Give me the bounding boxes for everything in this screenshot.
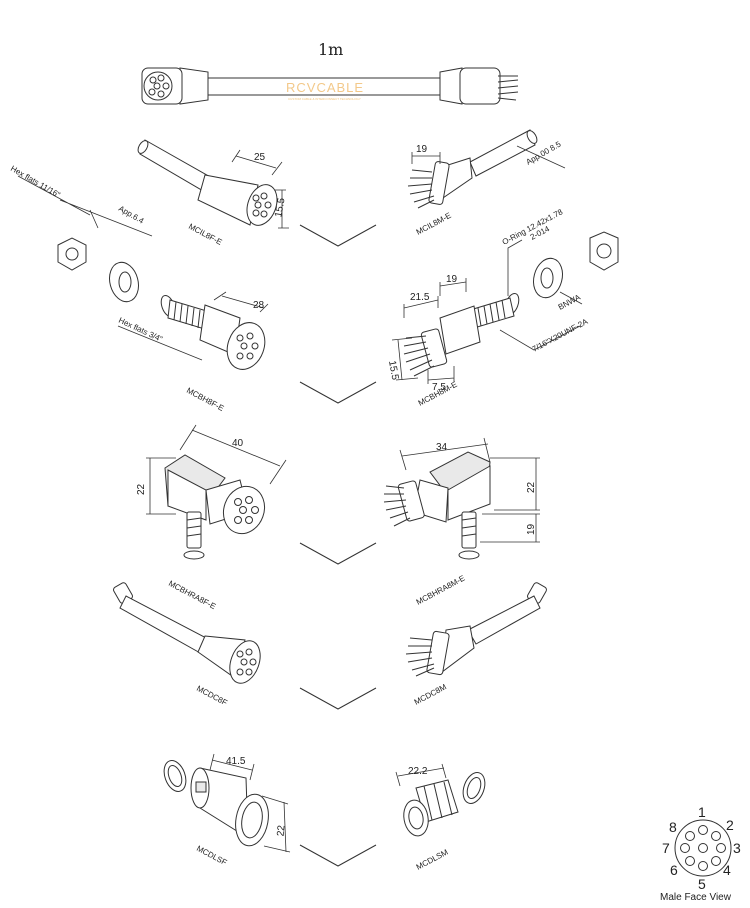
mcil8f-dim-length: 25 — [254, 152, 266, 163]
mcbh8m-dim-hex: 19 — [446, 274, 458, 285]
pin-diagram: 1 2 3 4 5 6 7 8 Male Face View — [660, 804, 741, 903]
mcbhra8m-label: MCBHRA8M-E — [415, 574, 467, 607]
mcdc8m-label: MCDC8M — [413, 682, 449, 707]
divider-chevron-1 — [299, 224, 377, 247]
part-mcdlsm: 22.2 MCDLSM — [395, 763, 486, 872]
cable-length-title: 1m — [318, 40, 343, 59]
mcil8f-dim-diameter: 15.5 — [273, 197, 287, 219]
mcbh8m-dim-thread: 7.5 — [432, 382, 446, 393]
mcbh8m-thread-spec: 7/16"X20UNF-2A — [531, 317, 590, 354]
mcdlsf-dim-diameter: 22 — [275, 824, 287, 836]
pin-1: 1 — [698, 804, 706, 820]
watermark-brand: RCVCABLE — [286, 80, 364, 95]
pin-8: 8 — [669, 819, 677, 835]
mcbh8f-app: App.6.4 — [117, 204, 146, 226]
part-mcbhra8f: 40 22 MCBHRA8F-E — [136, 424, 287, 611]
mcbh8f-hex-large: Hex flats 11/16" — [9, 164, 62, 200]
mcbh8f-hex-small: Hex flats 3/4" — [117, 316, 164, 344]
mcil8f-label: MCIL8F-E — [187, 222, 223, 247]
mcdlsm-label: MCDLSM — [415, 847, 450, 871]
pin-2: 2 — [726, 817, 734, 833]
mcdlsm-dim-diameter: 22.2 — [408, 766, 428, 777]
part-mcil8f: 25 15.5 MCIL8F-E — [137, 139, 289, 247]
mcbh8m-washer: BNWA — [557, 292, 583, 311]
mcdlsf-label: MCDLSF — [195, 844, 228, 867]
part-mcbh8m: 21.5 19 15.5 7.5 O-Ring 12.42x1.78 2-014… — [386, 207, 619, 408]
mcbhra8m-dim-height: 22 — [526, 481, 537, 493]
pin-6: 6 — [670, 862, 678, 878]
divider-chevron-5 — [299, 844, 377, 867]
watermark-tagline: CUSTOM CABLE & INTERCONNECT TECHNOLOGY — [288, 97, 361, 101]
pin-5: 5 — [698, 876, 706, 892]
divider-chevron-4 — [299, 687, 377, 710]
part-mcdlsf: 41.5 22 MCDLSF — [163, 753, 291, 867]
mcil8m-label: MCIL8M-E — [415, 211, 453, 237]
pin-3: 3 — [733, 840, 741, 856]
mcbh8f-label: MCBH8F-E — [185, 386, 225, 413]
divider-chevron-2 — [299, 381, 377, 404]
divider-chevron-3 — [299, 542, 377, 565]
pin-diagram-caption: Male Face View — [660, 892, 732, 903]
mcbhra8f-dim-length: 40 — [232, 438, 244, 449]
mcbh8m-dim-diameter: 15.5 — [386, 360, 400, 382]
pin-4: 4 — [723, 862, 731, 878]
mcil8m-dim-length: 19 — [416, 144, 428, 155]
mcbhra8m-dim-stem: 19 — [526, 523, 537, 535]
mcbhra8m-dim-length: 34 — [436, 442, 448, 453]
mcbh8f-dim-length: 28 — [253, 300, 265, 311]
mcbhra8f-label: MCBHRA8F-E — [167, 579, 217, 611]
cable-assembly-1m: 1m RCVCABLE CUSTOM CABLE & INTERCONNECT … — [141, 40, 519, 105]
mcbhra8f-dim-height: 22 — [136, 483, 147, 495]
part-mcbhra8m: 34 22 19 MCBHRA8M-E — [383, 437, 540, 607]
mcdc8f-label: MCDC8F — [195, 684, 229, 708]
mcbh8m-dim-length: 21.5 — [410, 292, 430, 303]
part-mcdc8f: MCDC8F — [113, 582, 261, 708]
mcdlsf-dim-length: 41.5 — [226, 756, 246, 767]
pin-7: 7 — [662, 840, 670, 856]
